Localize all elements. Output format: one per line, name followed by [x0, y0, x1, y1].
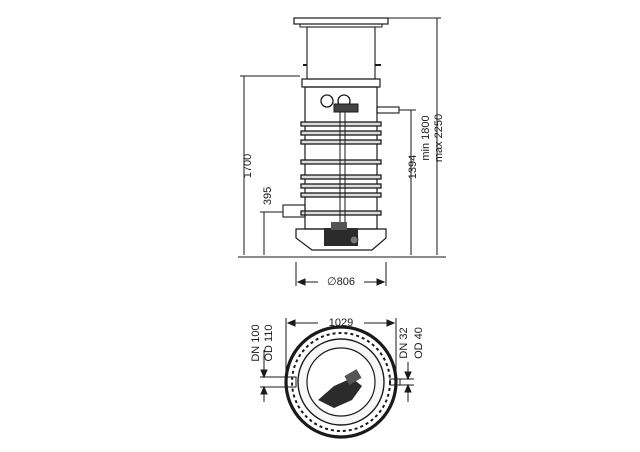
dimension-inlet [260, 350, 286, 402]
dimension-max-2250 [388, 17, 441, 255]
dimension-1394 [399, 109, 416, 255]
label-outlet-od: OD 40 [413, 327, 425, 359]
label-max-2250: max 2250 [433, 114, 445, 162]
label-395: 395 [262, 187, 274, 205]
label-min-1800: min 1800 [420, 115, 432, 160]
side-view-shaft [282, 17, 400, 251]
label-806: ∅806 [327, 276, 355, 288]
label-1700: 1700 [242, 154, 254, 178]
label-1394: 1394 [407, 155, 419, 179]
top-view-shaft [284, 325, 401, 439]
dimension-outlet [400, 362, 414, 402]
dimension-1700 [240, 75, 300, 258]
label-1029: 1029 [329, 317, 353, 329]
dimension-806 [295, 262, 387, 286]
label-inlet-dn: DN 100 [250, 324, 262, 361]
label-outlet-dn: DN 32 [398, 327, 410, 358]
dimension-1029 [285, 318, 397, 372]
label-inlet-od: OD 110 [263, 324, 275, 361]
dimension-395 [260, 211, 283, 255]
